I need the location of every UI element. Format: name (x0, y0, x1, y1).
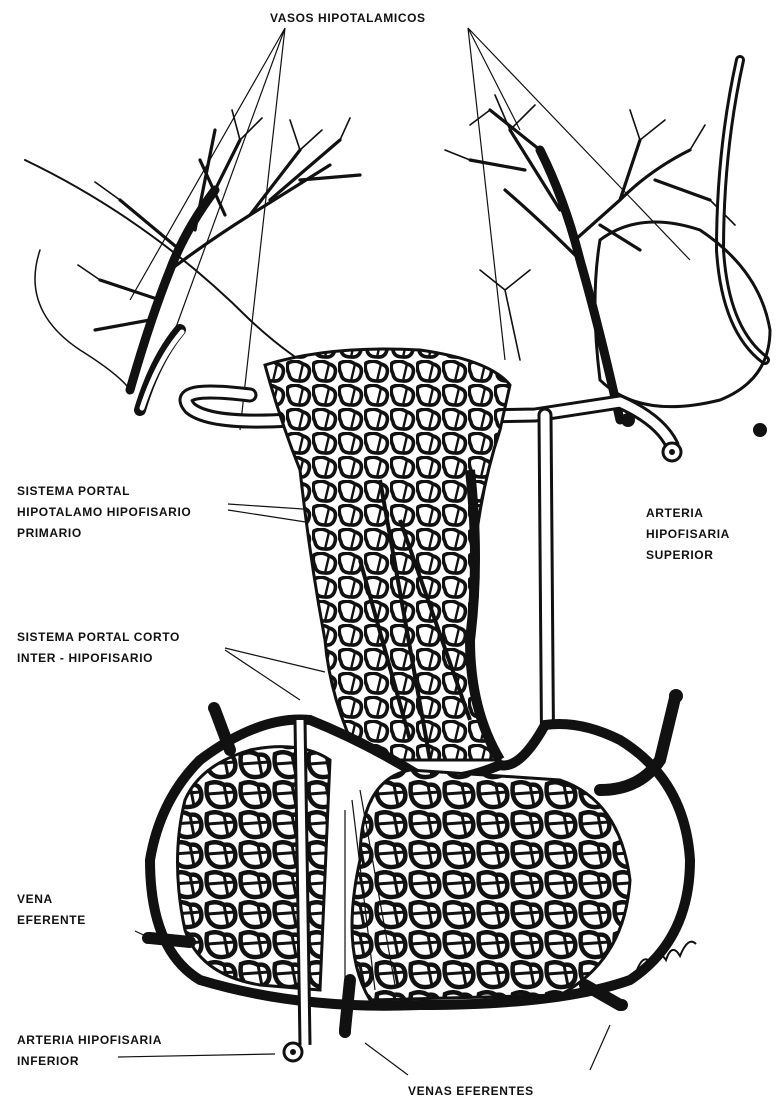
label-arteria-hipofisaria-inferior: ARTERIA HIPOFISARIA INFERIOR (17, 1030, 162, 1072)
label-vena-eferente: VENA EFERENTE (17, 889, 86, 931)
artist-signature (632, 930, 702, 978)
label-vasos-hipotalamicos: VASOS HIPOTALAMICOS (270, 8, 426, 29)
label-arteria-hipofisaria-superior: ARTERIA HIPOFISARIA SUPERIOR (646, 503, 730, 566)
label-sistema-portal-corto: SISTEMA PORTAL CORTO INTER - HIPOFISARIO (17, 627, 180, 669)
label-venas-eferentes: VENAS EFERENTES (408, 1081, 534, 1102)
label-sistema-portal-primario: SISTEMA PORTAL HIPOTALAMO HIPOFISARIO PR… (17, 481, 191, 544)
portal-capillary-plexus (265, 349, 510, 760)
